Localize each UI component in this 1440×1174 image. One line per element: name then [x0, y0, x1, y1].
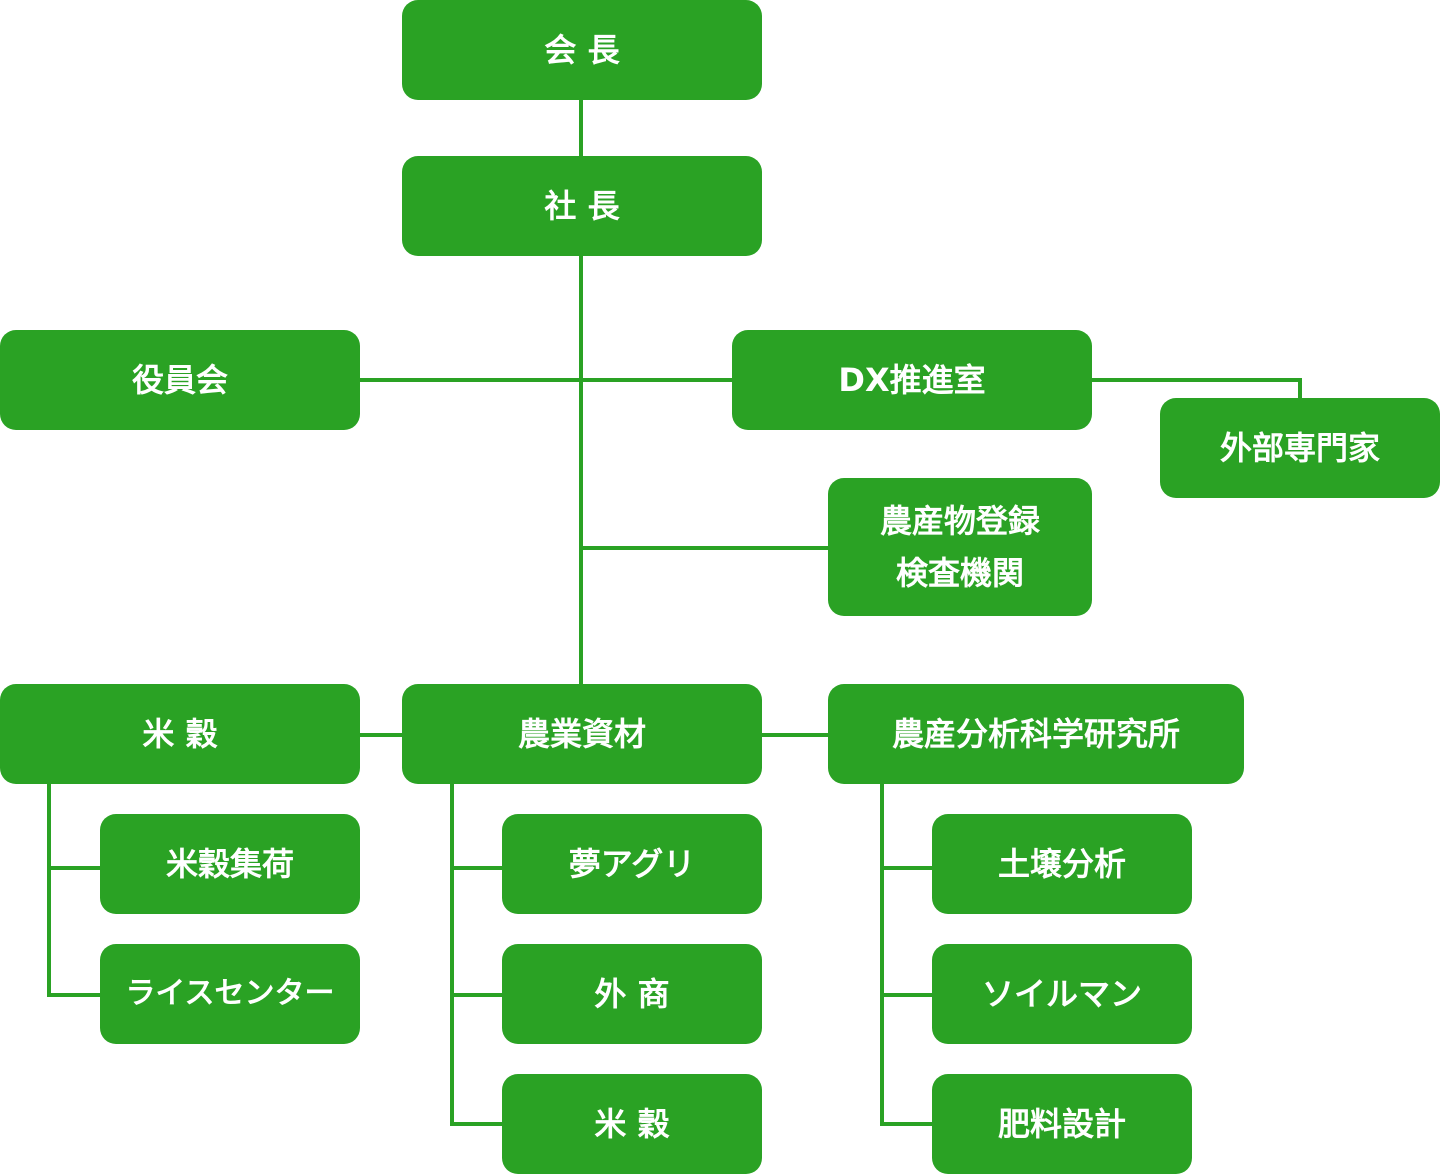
rice-unit-label: 米穀集荷	[165, 845, 294, 883]
rice-division-label: 米 穀	[142, 715, 218, 753]
connector-materials-units	[450, 782, 504, 1126]
chairman-box: 会 長	[402, 0, 762, 100]
president-label: 社 長	[544, 187, 620, 225]
lab-unit-box: 肥料設計	[932, 1074, 1192, 1174]
lab-unit-box: ソイルマン	[932, 944, 1192, 1044]
inspection-label-line1: 農産物登録	[879, 502, 1040, 540]
board-box: 役員会	[0, 330, 360, 430]
materials-unit-label: 夢アグリ	[568, 845, 696, 883]
rice-division-box: 米 穀	[0, 684, 360, 784]
external-experts-box: 外部専門家	[1160, 398, 1440, 498]
inspection-label-line2: 検査機関	[895, 554, 1024, 592]
rice-unit-box: 米穀集荷	[100, 814, 360, 914]
lab-division-box: 農産分析科学研究所	[828, 684, 1244, 784]
rice-unit-box: ライスセンター	[100, 944, 360, 1044]
materials-unit-label: 米 穀	[594, 1105, 670, 1143]
materials-unit-box: 夢アグリ	[502, 814, 762, 914]
lab-division-label: 農産分析科学研究所	[891, 715, 1180, 753]
president-box: 社 長	[402, 156, 762, 256]
connector-dx-experts	[1090, 378, 1302, 400]
lab-unit-label: 肥料設計	[997, 1105, 1126, 1143]
connector-lab-units	[880, 782, 934, 1126]
lab-unit-label: 土壌分析	[997, 845, 1126, 883]
external-experts-label: 外部専門家	[1219, 429, 1380, 467]
chairman-label: 会 長	[544, 31, 620, 69]
dx-office-box: DX推進室	[732, 330, 1092, 430]
lab-unit-label: ソイルマン	[981, 975, 1142, 1013]
inspection-agency-box: 農産物登録 検査機関	[828, 478, 1092, 616]
dx-office-label: DX推進室	[838, 361, 986, 399]
materials-division-label: 農業資材	[517, 715, 646, 753]
materials-unit-label: 外 商	[594, 975, 670, 1013]
connector-rice-units	[47, 782, 102, 997]
rice-unit-label: ライスセンター	[125, 976, 335, 1011]
materials-unit-box: 外 商	[502, 944, 762, 1044]
materials-division-box: 農業資材	[402, 684, 762, 784]
lab-unit-box: 土壌分析	[932, 814, 1192, 914]
board-label: 役員会	[131, 361, 228, 399]
materials-unit-box: 米 穀	[502, 1074, 762, 1174]
